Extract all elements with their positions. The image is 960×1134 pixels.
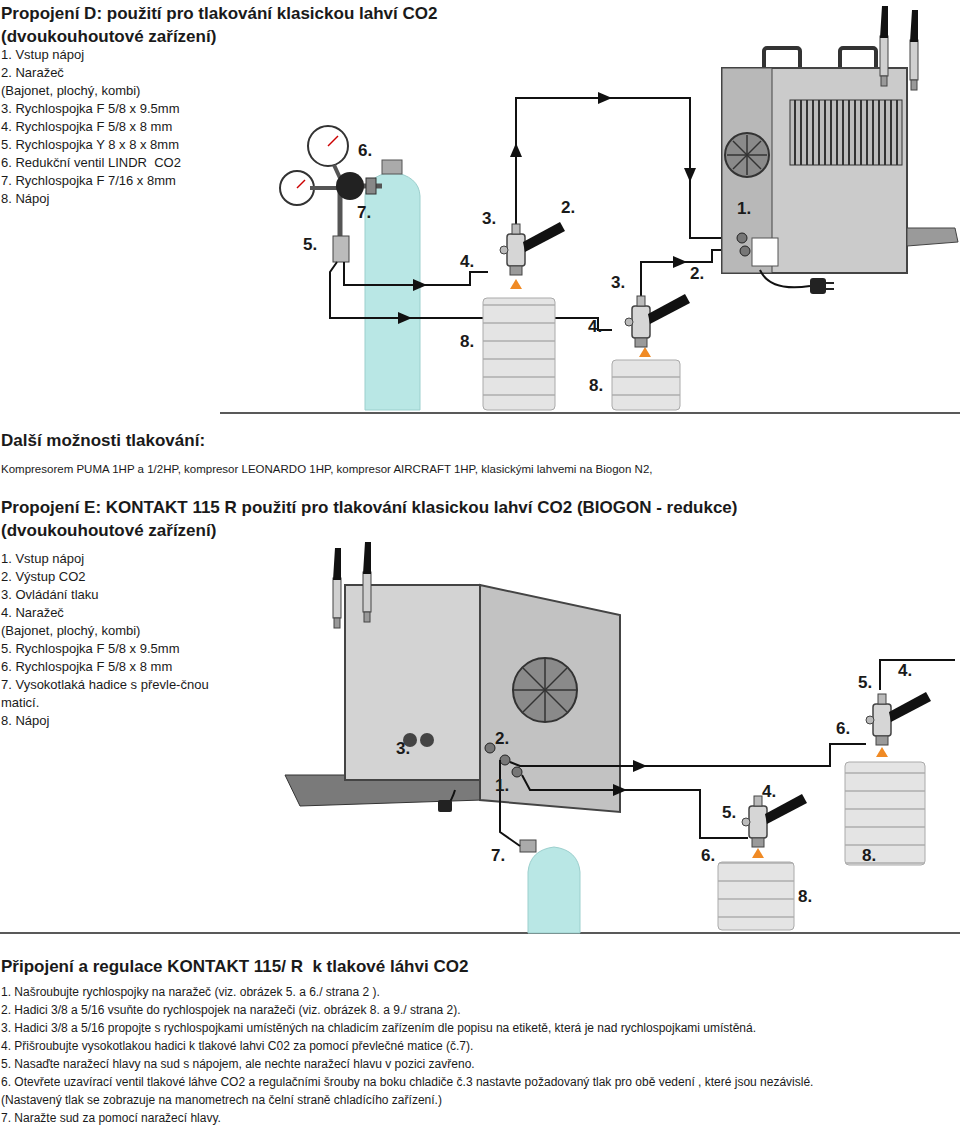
legend-item: 2. Výstup CO2 (1, 569, 86, 585)
callout-number: 4. (588, 316, 602, 337)
heading: Propojení D: použití pro tlakování klasi… (1, 2, 561, 48)
heading: Připojení a regulace KONTAKT 115/ R k tl… (1, 956, 468, 977)
legend-item: 3. Rychlospojka F 5/8 x 9.5mm (1, 101, 179, 117)
heading: (dvoukouhoutové zařízení) (1, 520, 216, 541)
legend-item: (Bajonet, plochý, kombi) (1, 623, 140, 639)
instruction-text: 6. Otevřete uzavírací ventil tlakové láh… (1, 1075, 813, 1090)
callout-number: 3. (396, 738, 410, 759)
callout-number: 1. (495, 775, 509, 796)
instruction-text: 1. Našroubujte rychlospojky na naražeč (… (1, 985, 380, 1000)
heading: Propojení E: KONTAKT 115 R použití pro t… (1, 497, 738, 518)
callout-number: 7. (491, 845, 505, 866)
callout-number: 8. (589, 375, 603, 396)
legend-item: 8. Nápoj (1, 713, 49, 729)
instruction-text: 7. Naražte sud za pomocí naražecí hlavy. (1, 1111, 221, 1126)
note-text: Kompresorem PUMA 1HP a 1/2HP, kompresor … (1, 462, 653, 476)
callout-number: 6. (836, 718, 850, 739)
callout-number: 5. (858, 672, 872, 693)
legend-item: 4. Naražeč (1, 605, 64, 621)
legend-item: 1. Vstup nápoj (1, 47, 84, 63)
legend-item: 5. Rychlospojka F 5/8 x 9.5mm (1, 641, 179, 657)
legend-item: (Bajonet, plochý, kombi) (1, 83, 140, 99)
instruction-text: 3. Hadici 3/8 a 5/16 propojte s rychlosp… (1, 1021, 756, 1036)
callout-number: 4. (898, 660, 912, 681)
heading: Další možnosti tlakování: (1, 430, 205, 451)
callout-number: 7. (357, 202, 371, 223)
callout-number: 2. (690, 263, 704, 284)
legend-item: 1. Vstup nápoj (1, 551, 84, 567)
callout-number: 1. (737, 198, 751, 219)
callout-number: 6. (358, 140, 372, 161)
callout-number: 8. (862, 845, 876, 866)
legend-item: 7. Vysokotlaká hadice s převle-čnou (1, 677, 209, 693)
callout-number: 2. (495, 728, 509, 749)
callout-number: 5. (303, 234, 317, 255)
callout-number: 3. (482, 208, 496, 229)
callout-number: 5. (722, 802, 736, 823)
instruction-text: 4. Přišroubujte vysokotlakou hadici k tl… (1, 1039, 473, 1054)
callout-number: 2. (561, 197, 575, 218)
legend-item: 4. Rychlospojka F 5/8 x 8 mm (1, 119, 172, 135)
legend-item: 6. Rychlospojka F 5/8 x 8 mm (1, 659, 172, 675)
callout-number: 6. (701, 845, 715, 866)
instruction-text: (Nastavený tlak se zobrazuje na manometr… (1, 1093, 442, 1108)
legend-item: 5. Rychlospojka Y 8 x 8 x 8mm (1, 137, 179, 153)
callout-number: 3. (611, 272, 625, 293)
legend-item: 8. Nápoj (1, 191, 49, 207)
callout-number: 8. (798, 886, 812, 907)
legend-item: 6. Redukční ventil LINDR CO2 (1, 155, 181, 171)
legend-item: 7. Rychlospojka F 7/16 x 8mm (1, 173, 176, 189)
callout-number: 8. (460, 331, 474, 352)
legend-item: 3. Ovládání tlaku (1, 587, 99, 603)
legend-item: 2. Naražeč (1, 65, 64, 81)
legend-item: maticí. (1, 695, 39, 711)
instruction-text: 5. Nasaďte naražecí hlavy na sud s nápoj… (1, 1057, 475, 1072)
callout-number: 4. (460, 251, 474, 272)
instruction-text: 2. Hadici 3/8 a 5/16 vsuňte do rychlospo… (1, 1003, 461, 1018)
callout-number: 4. (762, 781, 776, 802)
